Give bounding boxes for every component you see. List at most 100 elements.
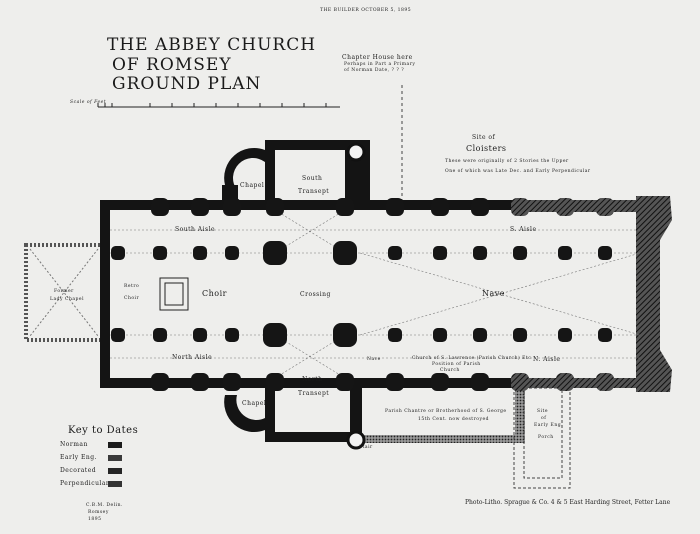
pier bbox=[513, 328, 527, 342]
pier bbox=[473, 328, 487, 342]
pier bbox=[471, 198, 489, 216]
cloisters-title: Cloisters bbox=[466, 144, 507, 153]
key-label-decorated: Decorated bbox=[60, 467, 97, 474]
pier bbox=[151, 373, 169, 391]
pier bbox=[558, 328, 572, 342]
choir-steps bbox=[159, 277, 189, 311]
stair-tower bbox=[346, 430, 366, 450]
south-transept-label-2: Transept bbox=[298, 188, 330, 195]
pier bbox=[471, 373, 489, 391]
nave-north-aisle-label: N. Aisle bbox=[533, 356, 561, 363]
pier bbox=[153, 328, 167, 342]
cloisters-site: Site of bbox=[472, 134, 496, 141]
choir-steps-inner bbox=[164, 282, 184, 306]
cloisters-note-2: One of which was Late Dec. and Early Per… bbox=[445, 169, 591, 174]
signature-1: C.B.M. Delin. bbox=[86, 503, 123, 508]
pier bbox=[556, 373, 574, 391]
retro-choir-label-1: Retro bbox=[124, 284, 140, 289]
pier bbox=[193, 246, 207, 260]
nave-label: Nave bbox=[482, 289, 506, 298]
south-chapel-label: Chapel bbox=[240, 182, 265, 189]
choir-label: Choir bbox=[202, 289, 227, 298]
pier bbox=[225, 328, 239, 342]
porch-label-1: Site bbox=[537, 409, 548, 414]
printer-credit: Photo-Litho. Sprague & Co. 4 & 5 East Ha… bbox=[465, 499, 671, 506]
key-swatch-decorated bbox=[108, 468, 122, 474]
north-transept-label-2: Transept bbox=[298, 390, 330, 397]
pier bbox=[513, 246, 527, 260]
south-transept-label-1: South bbox=[302, 175, 323, 182]
vestry-label: Nave bbox=[367, 357, 381, 362]
pier bbox=[336, 198, 354, 216]
pier bbox=[431, 373, 449, 391]
nave-south-aisle-label: S. Aisle bbox=[510, 226, 537, 233]
retro-choir-label-2: Choir bbox=[124, 296, 140, 301]
st-lawrence-1: Church of S. Lawrence (Parish Church) Et… bbox=[412, 356, 532, 361]
vault-lines bbox=[110, 209, 641, 379]
pier bbox=[333, 323, 357, 347]
pier bbox=[431, 198, 449, 216]
pier bbox=[388, 328, 402, 342]
key-title: Key to Dates bbox=[68, 425, 139, 436]
pier bbox=[266, 373, 284, 391]
key-label-early-eng: Early Eng. bbox=[60, 454, 98, 461]
pier bbox=[558, 246, 572, 260]
pier bbox=[111, 328, 125, 342]
publication-header: THE BUILDER OCTOBER 5, 1895 bbox=[320, 8, 412, 13]
pier bbox=[193, 328, 207, 342]
pier bbox=[266, 198, 284, 216]
pier bbox=[598, 246, 612, 260]
st-lawrence-3: Church bbox=[440, 368, 460, 373]
pier bbox=[333, 241, 357, 265]
pier bbox=[556, 198, 574, 216]
lady-chapel-outline bbox=[24, 243, 104, 342]
chapter-house-note-1: Chapter House here bbox=[342, 54, 413, 61]
lady-chapel-label-1: Former bbox=[54, 289, 74, 294]
porch-label-2: of bbox=[541, 416, 547, 421]
pier bbox=[473, 246, 487, 260]
pier bbox=[223, 373, 241, 391]
key-swatch-perpendicular bbox=[108, 481, 122, 487]
piers bbox=[111, 198, 614, 391]
cloisters-note-1: These were originally of 2 Stories the U… bbox=[445, 159, 569, 164]
chapter-house-note-3: of Norman Date, ? ? ? bbox=[344, 68, 405, 73]
chapter-house-note-2: Perhaps in Part a Primary bbox=[344, 62, 416, 67]
stair-label: Stair bbox=[359, 445, 373, 450]
porch-label-4: Porch bbox=[538, 435, 554, 440]
pier bbox=[153, 246, 167, 260]
parish-chantry-2: 15th Cent. now destroyed bbox=[418, 417, 490, 422]
title-line-1: THE ABBEY CHURCH bbox=[107, 35, 317, 55]
title-line-3: GROUND PLAN bbox=[112, 74, 262, 94]
church-walls bbox=[100, 140, 672, 443]
pier bbox=[151, 198, 169, 216]
key-swatch-early-eng bbox=[108, 455, 122, 461]
pier bbox=[223, 198, 241, 216]
north-transept-label-1: North bbox=[302, 376, 323, 383]
signature-2: Romsey bbox=[88, 510, 109, 515]
porch-label-3: Early Eng. bbox=[534, 423, 564, 428]
scale-label: Scale of Feet bbox=[70, 100, 107, 105]
key-label-norman: Norman bbox=[60, 441, 88, 448]
pier bbox=[191, 198, 209, 216]
pier bbox=[386, 198, 404, 216]
pier bbox=[191, 373, 209, 391]
pier bbox=[433, 246, 447, 260]
pier bbox=[388, 246, 402, 260]
title-line-2: OF ROMSEY bbox=[112, 55, 232, 75]
key-swatch-norman bbox=[108, 442, 122, 448]
signature-3: 1895 bbox=[88, 517, 102, 522]
north-chapel-label: Chapel bbox=[242, 400, 267, 407]
key-label-perpendicular: Perpendicular bbox=[60, 480, 110, 487]
pier bbox=[263, 241, 287, 265]
lady-chapel-label-2: Lady Chapel bbox=[50, 297, 85, 302]
pier bbox=[511, 198, 529, 216]
pier bbox=[263, 323, 287, 347]
pier bbox=[596, 198, 614, 216]
pier bbox=[386, 373, 404, 391]
pier bbox=[433, 328, 447, 342]
parish-chantry-1: Parish Chantre or Brotherhood of S. Geor… bbox=[385, 409, 507, 414]
scale-bar bbox=[97, 103, 340, 108]
st-lawrence-2: Position of Parish bbox=[432, 362, 481, 367]
